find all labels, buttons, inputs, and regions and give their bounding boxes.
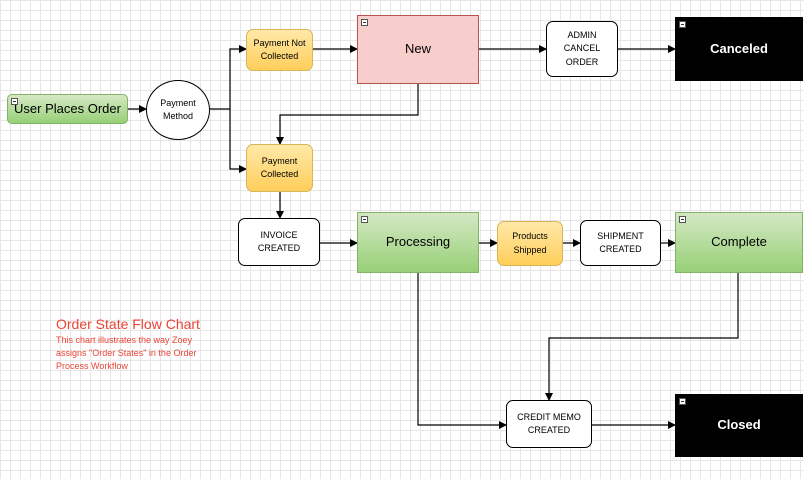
payment-collected-node[interactable]: Payment Collected [246, 144, 313, 192]
complete-label: Complete [711, 234, 767, 250]
payment-not-collected-node[interactable]: Payment Not Collected [246, 29, 313, 71]
collapse-icon[interactable] [11, 98, 18, 105]
payment-method-label: Payment Method [160, 97, 196, 121]
collapse-icon[interactable] [361, 216, 368, 223]
canceled-node[interactable]: Canceled [675, 17, 803, 81]
canceled-label: Canceled [710, 40, 768, 56]
products-shipped-node[interactable]: Products Shipped [497, 221, 563, 266]
products-shipped-label: Products Shipped [512, 231, 548, 255]
edge-complete-to-credit-memo [545, 273, 739, 401]
invoice-created-label: INVOICE CREATED [257, 229, 301, 253]
collapse-icon[interactable] [679, 398, 686, 405]
new-node[interactable]: New [357, 15, 479, 84]
new-label: New [404, 41, 431, 57]
edge-new-to-collected [276, 84, 419, 145]
collapse-icon[interactable] [679, 21, 686, 28]
collapse-icon[interactable] [679, 216, 686, 223]
legend-title: Order State Flow Chart [56, 316, 200, 332]
closed-node[interactable]: Closed [675, 394, 803, 457]
payment-not-collected-label: Payment Not Collected [253, 37, 306, 61]
complete-node[interactable]: Complete [675, 212, 803, 273]
edge-method-to-not-collected [210, 45, 247, 110]
credit-memo-created-label: CREDIT MEMO CREATED [517, 411, 581, 435]
credit-memo-created-node[interactable]: CREDIT MEMO CREATED [506, 400, 592, 448]
admin-cancel-order-label: ADMIN CANCEL ORDER [563, 30, 601, 67]
shipment-created-label: SHIPMENT CREATED [597, 230, 644, 254]
processing-node[interactable]: Processing [357, 212, 479, 273]
edge-method-to-collected [229, 109, 247, 173]
edge-processing-to-credit-memo [417, 273, 507, 429]
admin-cancel-order-node[interactable]: ADMIN CANCEL ORDER [546, 21, 618, 77]
invoice-created-node[interactable]: INVOICE CREATED [238, 218, 320, 266]
processing-label: Processing [385, 234, 451, 250]
user-places-order-node[interactable]: User Places Order [7, 94, 128, 124]
legend-description: This chart illustrates the way Zoey assi… [56, 335, 197, 372]
payment-method-node[interactable]: Payment Method [146, 80, 210, 140]
collapse-icon[interactable] [361, 19, 368, 26]
user-places-order-label: User Places Order [14, 100, 121, 116]
shipment-created-node[interactable]: SHIPMENT CREATED [580, 220, 661, 266]
closed-label: Closed [717, 417, 761, 433]
payment-collected-label: Payment Collected [260, 155, 299, 179]
